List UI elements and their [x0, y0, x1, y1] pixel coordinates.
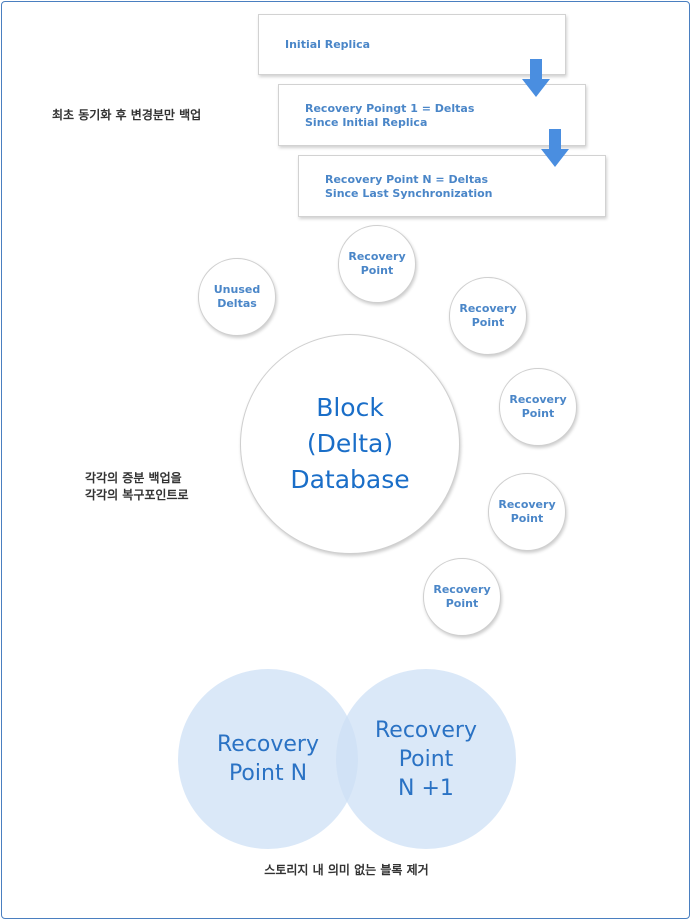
recovery-point-1-line2: Since Initial Replica: [305, 116, 428, 129]
recovery-point-circle: Recovery Point: [488, 473, 566, 551]
incremental-backup-note: 각각의 증분 백업을 각각의 복구포인트로: [85, 470, 189, 504]
block-database-line2: (Delta): [306, 429, 394, 458]
recovery-point-circle-line1: Recovery: [433, 583, 491, 596]
down-arrow-icon: [522, 59, 550, 97]
recovery-point-circle: Recovery Point: [338, 225, 416, 303]
recovery-point-circle: Recovery Point: [449, 277, 527, 355]
unused-deltas-line2: Deltas: [217, 297, 257, 310]
first-sync-note-text: 최초 동기화 후 변경분만 백업: [52, 108, 202, 122]
incremental-note-line1: 각각의 증분 백업을: [85, 471, 182, 485]
recovery-point-circle-line1: Recovery: [459, 302, 517, 315]
block-database-line3: Database: [290, 465, 410, 494]
unused-deltas-line1: Unused: [213, 283, 261, 296]
unused-deltas-circle: Unused Deltas: [198, 258, 276, 336]
block-database-line1: Block: [316, 393, 384, 422]
venn-right-line2: Point: [398, 746, 454, 772]
initial-replica-box: Initial Replica: [258, 14, 566, 75]
venn-recovery-point-n: Recovery Point N: [178, 669, 358, 849]
remove-blocks-note-text: 스토리지 내 의미 없는 블록 제거: [264, 863, 429, 877]
recovery-point-circle-line2: Point: [360, 264, 394, 277]
incremental-note-line2: 각각의 복구포인트로: [85, 488, 189, 502]
recovery-point-circle: Recovery Point: [499, 368, 577, 446]
venn-left-line2: Point N: [228, 761, 308, 786]
venn-recovery-point-n-plus-1: Recovery Point N +1: [336, 669, 516, 849]
recovery-point-circle-line2: Point: [521, 407, 555, 420]
recovery-point-1-line1: Recovery Poingt 1 = Deltas: [305, 102, 475, 115]
remove-blocks-note: 스토리지 내 의미 없는 블록 제거: [0, 862, 693, 879]
venn-left-line1: Recovery: [216, 732, 319, 757]
recovery-point-circle-line2: Point: [445, 597, 479, 610]
recovery-point-circle-line2: Point: [471, 316, 505, 329]
down-arrow-icon: [541, 129, 569, 167]
venn-right-line1: Recovery: [374, 717, 477, 743]
recovery-point-circle-line1: Recovery: [509, 393, 567, 406]
recovery-point-circle-line1: Recovery: [498, 498, 556, 511]
recovery-point-circle: Recovery Point: [423, 558, 501, 636]
venn-right-line3: N +1: [398, 775, 454, 801]
recovery-point-circle-line2: Point: [510, 512, 544, 525]
block-delta-database-circle: Block (Delta) Database: [240, 334, 460, 554]
initial-replica-label: Initial Replica: [285, 38, 371, 51]
recovery-point-circle-line1: Recovery: [348, 250, 406, 263]
first-sync-note: 최초 동기화 후 변경분만 백업: [52, 107, 201, 124]
recovery-point-n-line1: Recovery Point N = Deltas: [325, 173, 489, 186]
recovery-point-n-line2: Since Last Synchronization: [325, 187, 493, 200]
